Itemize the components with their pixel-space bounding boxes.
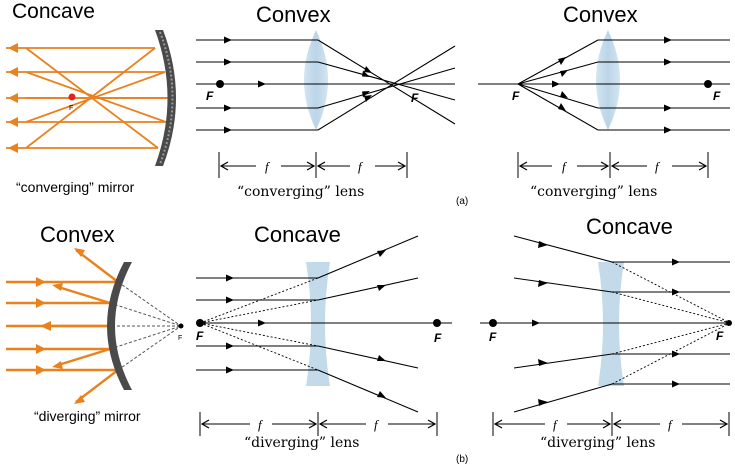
concave-lens-1-focus-left — [196, 319, 204, 327]
concave-lens-2-focus-left-label: F — [489, 330, 497, 344]
concave-lens-2-arrowheads — [532, 241, 680, 406]
concave-mirror-group: Concave F “converging” mirror — [6, 0, 176, 195]
concave-lens-1-focus-right — [433, 319, 441, 327]
concave-lens-1-arrowheads — [226, 250, 386, 398]
panel-a-marker: (a) — [456, 196, 468, 207]
concave-lens-1-title: Concave — [254, 222, 341, 247]
convex-lens-2-title: Convex — [563, 2, 638, 27]
lens-2-caption: “converging” lens — [530, 184, 657, 200]
convex-lens-1-group: Convex F F — [196, 2, 456, 200]
concave-lens-2-dist-right: f — [668, 417, 674, 432]
concave-lens-2-focus-left — [489, 319, 497, 327]
lens-2-rays — [478, 39, 730, 131]
lens-1-dimensions — [218, 152, 408, 178]
lens-1-arrowheads — [224, 36, 372, 134]
convex-lens-2-group: Convex F F — [478, 2, 730, 200]
mirror-a-caption: “converging” mirror — [16, 179, 135, 195]
lens-2-dist-left: f — [562, 159, 568, 174]
mirror-b-focus-dot — [178, 323, 184, 329]
concave-lens-2-title: Concave — [586, 214, 673, 239]
lens-2-arrowheads — [552, 36, 672, 134]
lens-2-dimensions — [517, 152, 709, 178]
mirror-b-rays — [6, 249, 119, 403]
lens-1-dist-left: f — [265, 159, 271, 174]
convex-mirror-title: Convex — [40, 222, 115, 247]
lens-2-dist-right: f — [655, 159, 661, 174]
concave-mirror-shape — [155, 30, 176, 166]
lens-2-focus-left-label: F — [512, 89, 520, 103]
lens-1-dist-right: f — [358, 159, 364, 174]
mirror-a-rays — [6, 47, 168, 149]
concave-lens-2-caption: “diverging” lens — [540, 435, 655, 451]
convex-mirror-group: Convex — [6, 222, 184, 424]
mirror-a-focus-label: F — [69, 105, 73, 112]
concave-lens-2-rays — [480, 235, 730, 413]
concave-lens-2-dimensions — [492, 412, 730, 436]
concave-lens-2-virtual — [611, 261, 731, 385]
lens-2-focus-right-label: F — [713, 89, 721, 103]
lens-1-caption: “converging” lens — [237, 184, 364, 200]
lens-1-focus-left — [216, 80, 224, 88]
lens-1-focus-left-label: F — [206, 89, 214, 103]
panel-b-marker: (b) — [456, 454, 468, 465]
concave-lens-2-dist-left: f — [553, 417, 559, 432]
lens-1-focus-right-label: F — [411, 91, 419, 105]
convex-lens-1-shape — [304, 30, 328, 130]
lens-2-focus-right — [704, 80, 712, 88]
concave-lens-2-focus-right — [726, 320, 732, 326]
mirror-a-arrowheads — [8, 43, 18, 153]
concave-lens-1-caption: “diverging” lens — [244, 435, 359, 451]
mirror-b-arrowheads — [36, 248, 85, 404]
concave-mirror-title: Concave — [12, 0, 95, 23]
mirror-b-virtual-rays — [107, 281, 182, 371]
concave-lens-2-shape — [598, 262, 624, 386]
lens-1-rays — [196, 39, 456, 131]
concave-lens-1-dimensions — [199, 412, 438, 436]
convex-mirror-shape — [107, 262, 132, 390]
concave-lens-1-group: Concave F F — [196, 222, 452, 451]
concave-lens-1-shape — [306, 262, 330, 386]
mirror-b-caption: “diverging” mirror — [34, 408, 141, 424]
concave-lens-1-dist-left: f — [258, 417, 264, 432]
concave-lens-1-focus-right-label: F — [434, 331, 442, 345]
concave-lens-2-focus-right-label: F — [716, 329, 724, 343]
mirror-a-focus-dot — [68, 93, 76, 101]
concave-lens-1-virtual — [199, 277, 319, 371]
convex-lens-1-title: Convex — [256, 2, 331, 27]
concave-lens-1-rays — [196, 235, 452, 413]
concave-lens-1-dist-right: f — [374, 417, 380, 432]
convex-lens-2-shape — [596, 30, 620, 130]
mirror-b-focus-label: F — [178, 335, 182, 342]
concave-lens-1-focus-left-label: F — [196, 329, 204, 343]
concave-lens-2-group: Concave F F — [480, 214, 732, 451]
